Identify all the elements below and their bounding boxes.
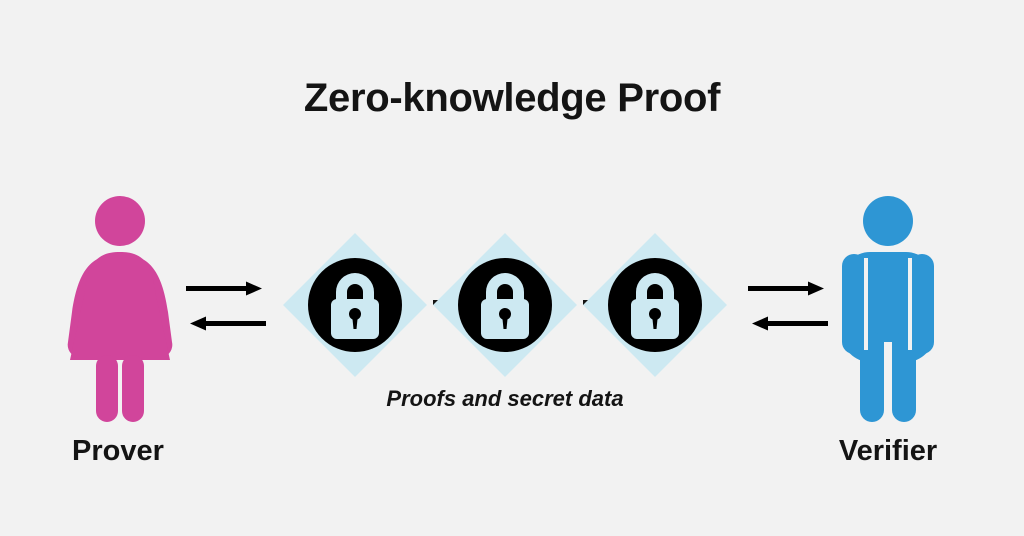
chain-caption: Proofs and secret data: [386, 386, 624, 411]
prover-figure: [60, 192, 180, 427]
prover-arrows: [186, 278, 266, 339]
male-person-icon: [842, 196, 934, 422]
verifier-figure: [832, 192, 944, 427]
lock-node-1: [283, 233, 427, 382]
female-person-icon: [67, 196, 173, 422]
lock-icon: [433, 233, 577, 377]
bidirectional-arrows-left: [186, 281, 266, 331]
lock-icon: [583, 233, 727, 377]
bidirectional-arrows-right: [748, 281, 828, 331]
prover-label: Prover: [72, 435, 164, 467]
verifier-arrows: [748, 278, 828, 339]
verifier-label: Verifier: [838, 435, 938, 467]
lock-node-2: [433, 233, 577, 382]
page-title: Zero-knowledge Proof: [303, 76, 721, 120]
lock-icon: [283, 233, 427, 377]
lock-node-3: [583, 233, 727, 382]
